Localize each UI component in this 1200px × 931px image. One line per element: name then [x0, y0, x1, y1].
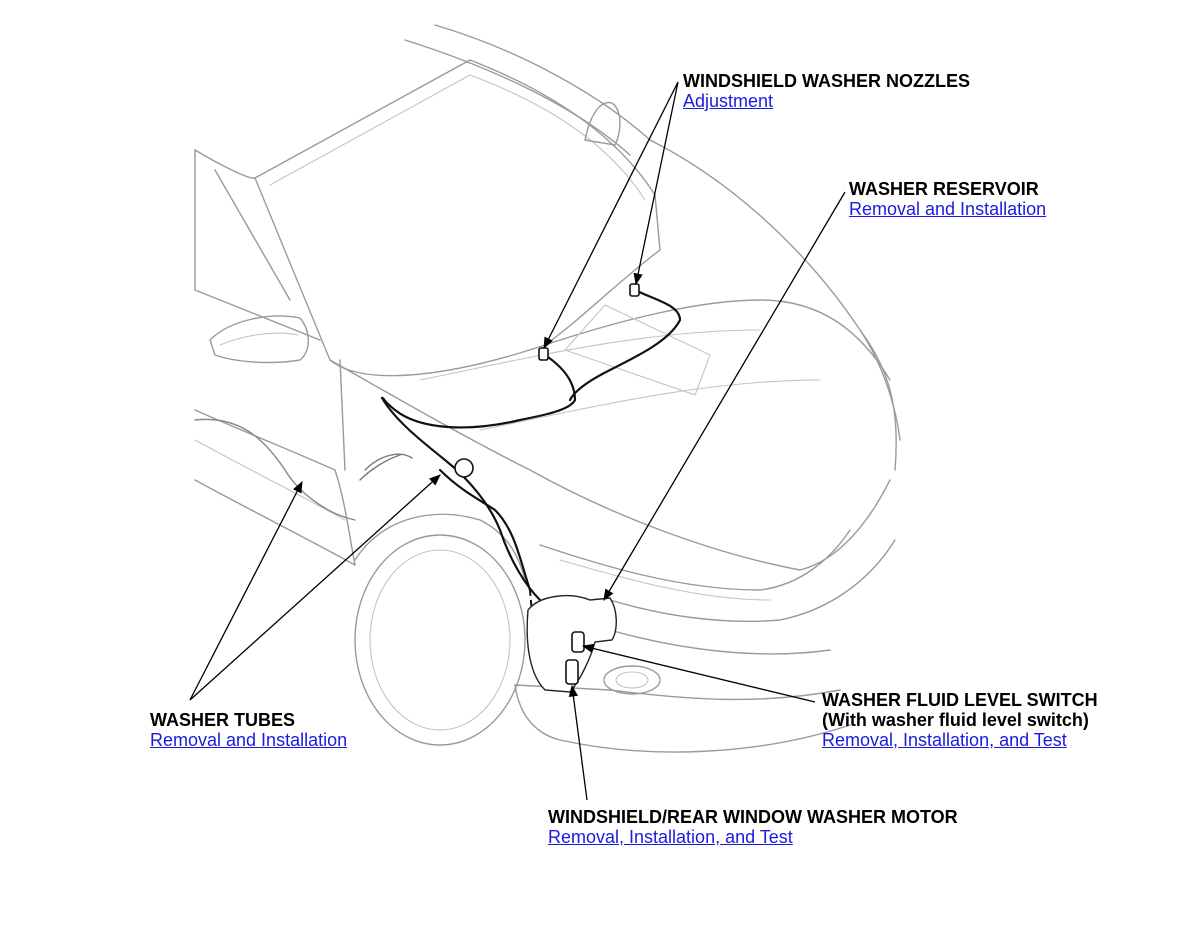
washer-tubes-title: WASHER TUBES: [150, 710, 296, 730]
washer-reservoir-removal-link[interactable]: Removal and Installation: [849, 199, 1047, 219]
washer-nozzles-title: WINDSHIELD WASHER NOZZLES: [683, 71, 970, 91]
callout-washer-tubes: WASHER TUBES Removal and Installation: [150, 710, 347, 751]
callout-washer-nozzles: WINDSHIELD WASHER NOZZLES Adjustment: [683, 71, 970, 112]
washer-motor-test-link[interactable]: Removal, Installation, and Test: [548, 827, 793, 847]
leader-lines: [189, 81, 846, 801]
fluid-level-switch: [571, 631, 585, 653]
car-outline: [194, 24, 901, 753]
washer-hoses: [194, 283, 682, 656]
callout-washer-reservoir: WASHER RESERVOIR Removal and Installatio…: [849, 179, 1046, 220]
washer-reservoir-title: WASHER RESERVOIR: [849, 179, 1039, 199]
callout-washer-motor: WINDSHIELD/REAR WINDOW WASHER MOTOR Remo…: [548, 807, 958, 848]
washer-reservoir: [454, 458, 617, 693]
washer-nozzles-adjustment-link[interactable]: Adjustment: [683, 91, 774, 111]
washer-tubes-removal-link[interactable]: Removal and Installation: [150, 730, 348, 750]
fluid-level-switch-subtitle: (With washer fluid level switch): [822, 710, 1089, 730]
washer-motor: [565, 659, 579, 685]
fluid-level-switch-test-link[interactable]: Removal, Installation, and Test: [822, 730, 1067, 750]
washer-motor-title: WINDSHIELD/REAR WINDOW WASHER MOTOR: [548, 807, 958, 827]
callout-fluid-level-switch: WASHER FLUID LEVEL SWITCH (With washer f…: [822, 690, 1098, 751]
fluid-level-switch-title: WASHER FLUID LEVEL SWITCH: [822, 690, 1098, 710]
